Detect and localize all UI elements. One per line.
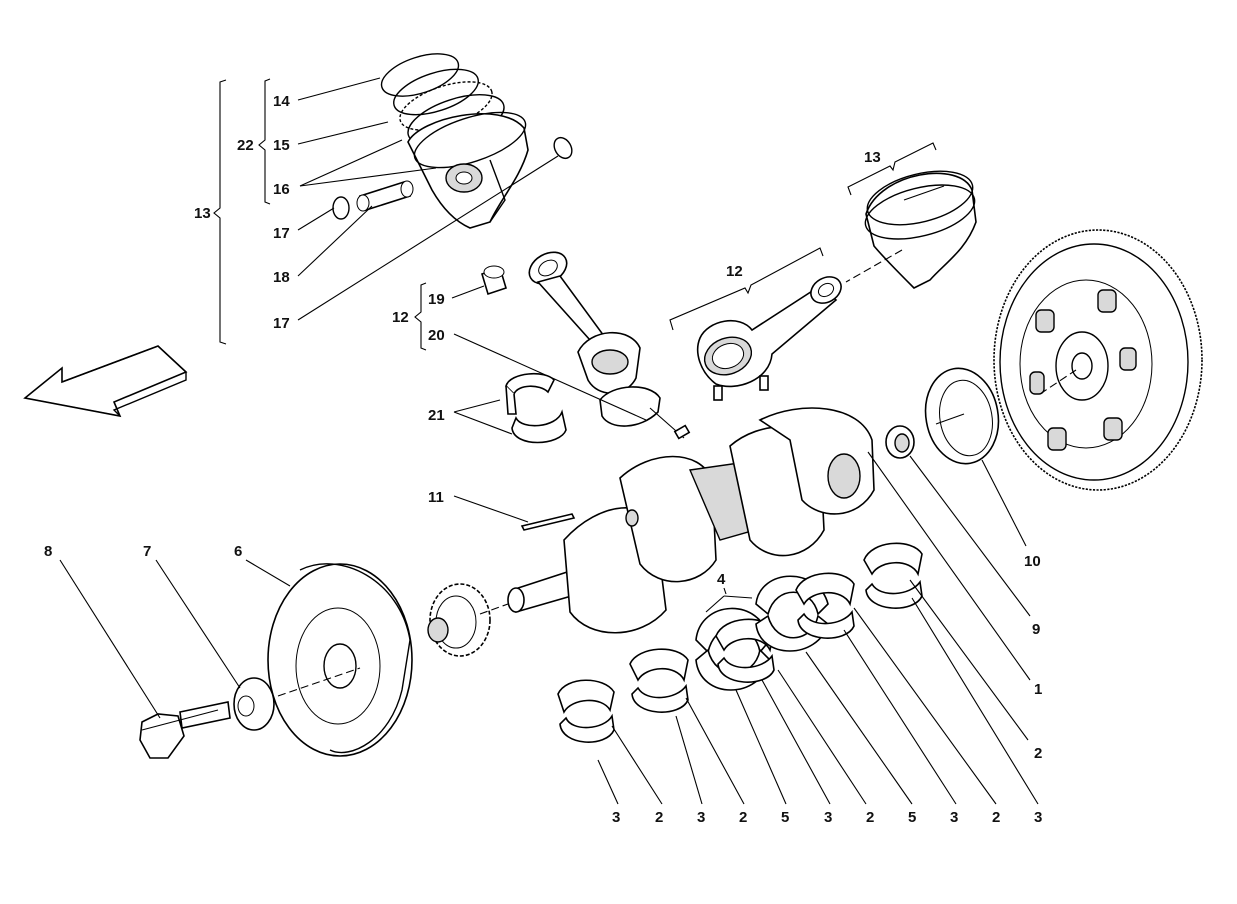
connecting-rod-right <box>696 276 842 401</box>
label-10: 10 <box>1024 553 1041 570</box>
label-2-right: 2 <box>1034 745 1042 762</box>
label-bottom-2-b: 2 <box>739 809 747 826</box>
piston-pin-18 <box>356 180 414 212</box>
label-14: 14 <box>273 93 290 110</box>
washer-7 <box>233 677 275 731</box>
small-end-bush-19 <box>481 265 507 296</box>
big-end-bearing-shells-21 <box>505 373 567 444</box>
label-8: 8 <box>44 543 52 560</box>
piston-right-13 <box>864 170 977 289</box>
label-bottom-3-e: 3 <box>1034 809 1042 826</box>
label-15: 15 <box>273 137 290 154</box>
front-direction-arrow-icon <box>23 345 188 418</box>
label-4: 4 <box>717 571 726 588</box>
pilot-bush-9 <box>885 425 915 459</box>
label-bottom-3-b: 3 <box>697 809 705 826</box>
label-22: 22 <box>237 137 254 154</box>
label-18: 18 <box>273 269 290 286</box>
label-16: 16 <box>273 181 290 198</box>
label-12-left: 12 <box>392 309 409 326</box>
label-13-left: 13 <box>194 205 211 222</box>
piston-rings-exploded <box>380 53 505 146</box>
label-bottom-3-a: 3 <box>612 809 620 826</box>
main-bearing-shells <box>557 542 923 743</box>
label-20: 20 <box>428 327 445 344</box>
circlip-17-right <box>553 136 573 160</box>
label-bottom-2-c: 2 <box>866 809 874 826</box>
label-7: 7 <box>143 543 151 560</box>
leader-lines <box>59 77 1077 805</box>
label-13-right: 13 <box>864 149 881 166</box>
label-6: 6 <box>234 543 242 560</box>
label-1: 1 <box>1034 681 1042 698</box>
part-number-labels: 14 15 16 17 18 17 22 13 13 12 12 19 20 2… <box>44 93 1042 826</box>
bolt-8 <box>139 701 231 759</box>
bearing-shell-pair-2 <box>629 648 689 713</box>
connecting-rod-middle <box>528 251 691 440</box>
bearing-shell-pair-4 <box>795 572 855 639</box>
label-bottom-5-b: 5 <box>908 809 916 826</box>
timing-gear <box>427 583 491 657</box>
crankshaft-1 <box>507 407 875 634</box>
label-bottom-2-a: 2 <box>655 809 663 826</box>
label-12-right: 12 <box>726 263 743 280</box>
label-17-top: 17 <box>273 225 290 242</box>
group-brackets <box>213 78 937 351</box>
flywheel-ring-gear <box>993 229 1203 491</box>
piston-part-13 <box>407 111 529 229</box>
bearing-shell-pair-1 <box>557 679 615 743</box>
label-19: 19 <box>428 291 445 308</box>
woodruff-key-11 <box>520 513 576 531</box>
bearing-shell-pair-5 <box>863 542 923 609</box>
label-bottom-3-c: 3 <box>824 809 832 826</box>
rear-oil-seal-10 <box>924 367 1000 465</box>
label-bottom-3-d: 3 <box>950 809 958 826</box>
label-21: 21 <box>428 407 445 424</box>
crankshaft-pulley-6 <box>267 563 413 757</box>
label-bottom-2-d: 2 <box>992 809 1000 826</box>
label-9: 9 <box>1032 621 1040 638</box>
label-11: 11 <box>428 489 444 506</box>
label-17-bottom: 17 <box>273 315 290 332</box>
label-bottom-5-a: 5 <box>781 809 789 826</box>
